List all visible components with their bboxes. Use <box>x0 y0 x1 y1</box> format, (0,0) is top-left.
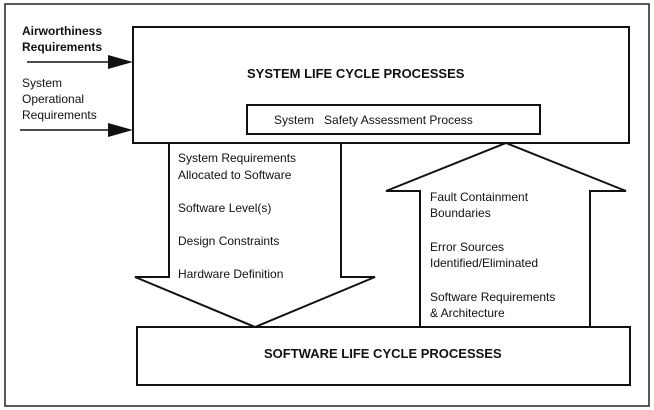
airworthiness-label: Requirements <box>22 40 103 54</box>
up-arrow-item: Fault Containment <box>430 190 529 204</box>
down-arrow-item: Design Constraints <box>178 234 280 248</box>
safety-assessment-label: System Safety Assessment Process <box>274 113 473 127</box>
outer-frame <box>4 3 650 407</box>
down-arrow-item: System Requirements <box>178 151 297 165</box>
system-box-title: SYSTEM LIFE CYCLE PROCESSES <box>247 66 465 81</box>
airworthiness-label: Airworthiness <box>22 24 103 38</box>
software-box <box>136 326 631 386</box>
down-arrow-item: Software Level(s) <box>178 201 272 215</box>
software-box-title: SOFTWARE LIFE CYCLE PROCESSES <box>264 346 502 361</box>
up-arrow-item: Identified/Eliminated <box>430 256 539 270</box>
operational-arrow <box>20 123 133 137</box>
operational-label: System <box>22 76 63 90</box>
up-arrow-item: Boundaries <box>430 206 491 220</box>
safety-assessment-box <box>246 104 541 135</box>
down-arrow-item: Hardware Definition <box>178 267 284 281</box>
down-arrow <box>134 142 376 329</box>
down-arrow-item: Allocated to Software <box>178 168 292 182</box>
up-arrow-item: Error Sources <box>430 240 505 254</box>
up-arrow-item: & Architecture <box>430 306 505 320</box>
operational-label: Requirements <box>22 108 97 122</box>
operational-label: Operational <box>22 92 85 106</box>
airworthiness-arrow <box>27 55 133 69</box>
up-arrow-item: Software Requirements <box>430 290 556 304</box>
